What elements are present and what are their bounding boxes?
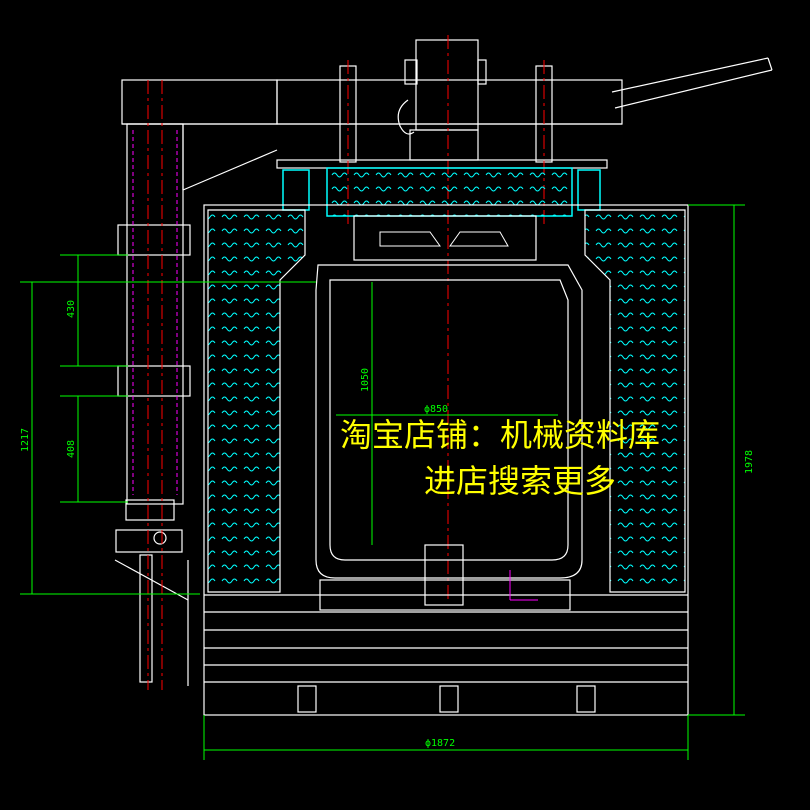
- motor: [397, 39, 487, 161]
- left-column-centerlines: [147, 80, 163, 690]
- dim-1050: 1050: [360, 368, 371, 392]
- furnace-lid: [276, 159, 608, 261]
- insulation-right: [584, 209, 686, 593]
- watermark-line2: 进店搜索更多: [424, 462, 616, 500]
- watermark-line1: 淘宝店铺：机械资料库: [340, 416, 660, 454]
- furnace-shell: [203, 204, 689, 716]
- dim-850: ϕ850: [424, 404, 448, 415]
- dim-1872: ϕ1872: [425, 738, 455, 749]
- dim-430: 430: [66, 300, 77, 318]
- top-beam: [276, 79, 623, 125]
- left-column-hidden-lines: [132, 130, 178, 495]
- retort: [315, 264, 583, 611]
- hose-arm: [611, 57, 773, 109]
- dimension-lines: [20, 204, 745, 760]
- top-centerlines: [347, 35, 545, 600]
- insulation-left: [207, 209, 306, 593]
- axis-indicator: [509, 570, 538, 601]
- dim-408: 408: [66, 440, 77, 458]
- left-column: [114, 79, 278, 686]
- dim-1978: 1978: [744, 450, 755, 474]
- dim-1217: 1217: [20, 428, 31, 452]
